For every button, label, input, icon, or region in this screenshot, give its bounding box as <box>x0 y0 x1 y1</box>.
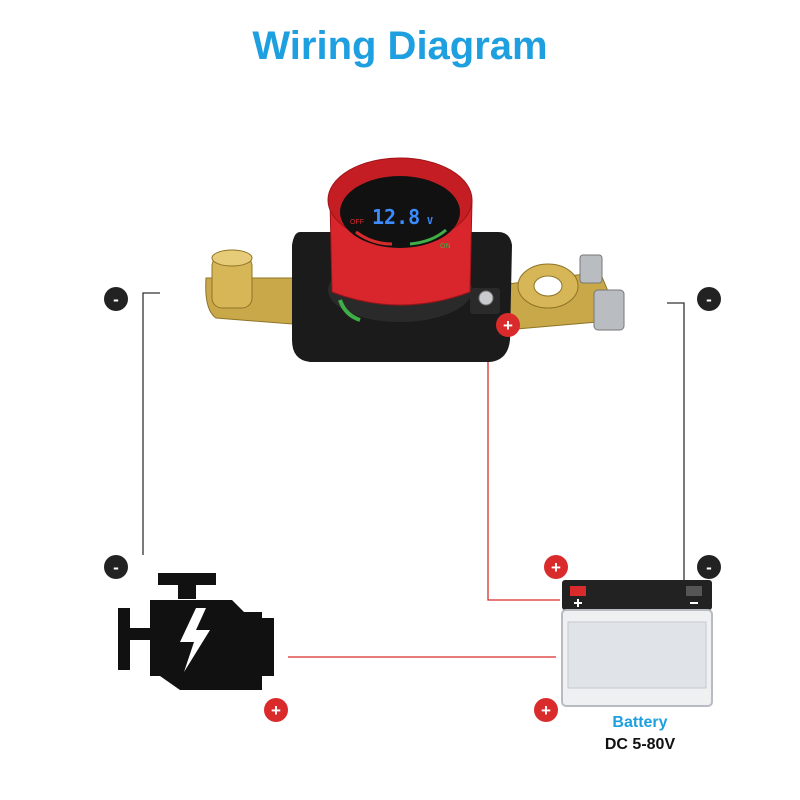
svg-text:+: + <box>541 701 551 720</box>
positive-badge-battery-bottom: + <box>534 698 558 722</box>
positive-wire-switch-to-battery <box>487 318 560 601</box>
polarity-badges: - - + - + - + + <box>104 287 721 722</box>
negative-wire-left <box>142 292 160 555</box>
battery-disconnect-switch: OFF ON 12.8 V <box>205 157 625 362</box>
svg-text:-: - <box>113 558 119 577</box>
off-label: OFF <box>350 219 364 226</box>
svg-text:+: + <box>271 701 281 720</box>
battery-label: Battery <box>612 714 668 731</box>
svg-text:-: - <box>706 558 712 577</box>
negative-badge-top-right: - <box>697 287 721 311</box>
positive-badge-engine: + <box>264 698 288 722</box>
page-title: Wiring Diagram <box>252 24 548 68</box>
negative-badge-top-left: - <box>104 287 128 311</box>
battery-plus-mark <box>574 599 582 607</box>
car-battery-icon <box>561 580 713 707</box>
voltage-unit: V <box>427 216 433 227</box>
svg-text:-: - <box>706 290 712 309</box>
svg-text:-: - <box>113 290 119 309</box>
negative-wire-right <box>667 302 688 591</box>
negative-badge-battery: - <box>697 555 721 579</box>
engine-icon <box>118 573 274 690</box>
battery-spec: DC 5-80V <box>604 736 676 753</box>
svg-text:+: + <box>551 558 561 577</box>
svg-text:+: + <box>503 316 513 335</box>
voltage-display: 12.8 <box>372 205 420 229</box>
wires <box>142 292 688 658</box>
on-label: ON <box>440 243 451 250</box>
positive-badge-switch: + <box>496 313 520 337</box>
positive-badge-battery-top: + <box>544 555 568 579</box>
negative-badge-engine: - <box>104 555 128 579</box>
